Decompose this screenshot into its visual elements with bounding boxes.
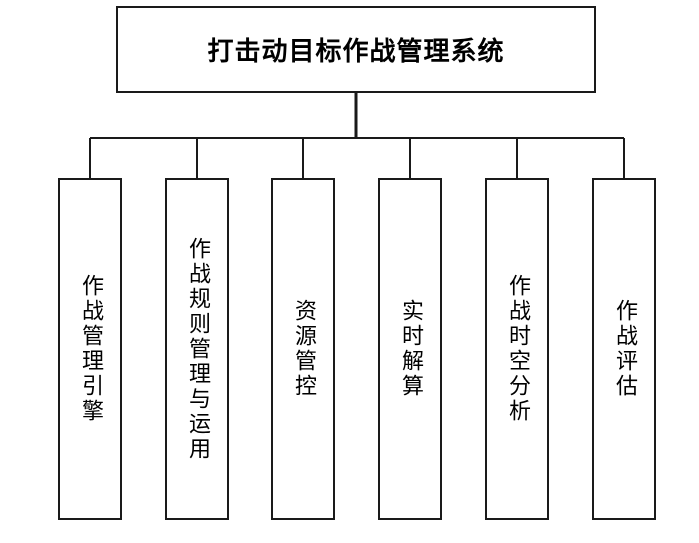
- root-node: 打击动目标作战管理系统: [116, 6, 596, 93]
- child-node-5: 作战时空分析: [485, 178, 549, 520]
- root-node-title: 打击动目标作战管理系统: [207, 37, 505, 67]
- child-node-label: 作战评估: [612, 299, 637, 399]
- child-node-1: 作战管理引擎: [58, 178, 122, 520]
- child-node-label: 作战管理引擎: [78, 274, 103, 424]
- child-node-6: 作战评估: [592, 178, 656, 520]
- child-node-label: 实时解算: [398, 299, 423, 399]
- child-node-2: 作战规则管理与运用: [165, 178, 229, 520]
- child-node-4: 实时解算: [378, 178, 442, 520]
- child-node-label: 资源管控: [291, 299, 316, 399]
- child-node-label: 作战规则管理与运用: [185, 236, 210, 462]
- child-node-3: 资源管控: [271, 178, 335, 520]
- child-node-label: 作战时空分析: [505, 274, 530, 424]
